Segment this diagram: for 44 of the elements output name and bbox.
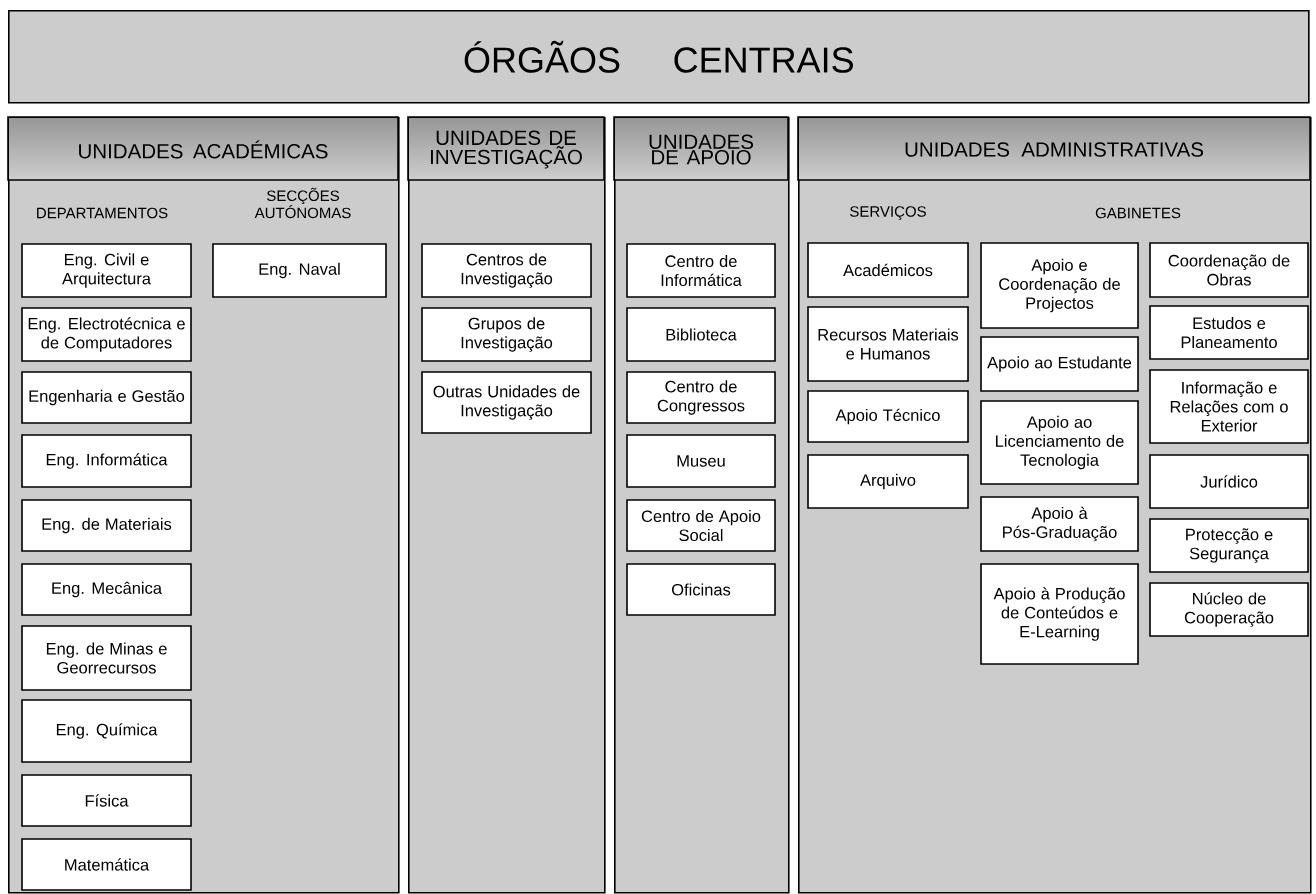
- unit-box: Apoio à Produção de Conteúdos e E-Learning: [980, 563, 1139, 665]
- unit-box: Eng. de Materiais: [21, 499, 192, 552]
- unit-box: Eng. Electrotécnica e de Computadores: [21, 307, 192, 362]
- unit-box: Centros de Investigação: [421, 243, 592, 298]
- unit-box: Eng. de Minas e Georrecursos: [21, 625, 192, 691]
- section-heading: GABINETES: [1095, 207, 1181, 219]
- unit-box: Museu: [626, 434, 776, 488]
- unit-box: Física: [21, 774, 192, 827]
- banner-box: ÓRGÃOS CENTRAIS: [8, 10, 1310, 104]
- unit-box: Apoio Técnico: [807, 390, 969, 443]
- unit-box: Eng. Mecânica: [21, 563, 192, 616]
- unit-box: Apoio ao Licenciamento de Tecnologia: [980, 400, 1139, 485]
- unit-box: Núcleo de Cooperação: [1149, 582, 1309, 637]
- unit-box: Centro de Congressos: [626, 371, 776, 424]
- unit-box: Centro de Apoio Social: [626, 499, 776, 552]
- unit-box: Estudos e Planeamento: [1149, 305, 1309, 360]
- unit-box: Apoio ao Estudante: [980, 336, 1139, 392]
- unit-box: Centro de Informática: [626, 243, 776, 298]
- column-header: UNIDADES DE APOIO: [613, 116, 789, 181]
- section-heading: DEPARTAMENTOS: [37, 207, 168, 219]
- unit-box: Oficinas: [626, 563, 776, 616]
- unit-box: Coordenação de Obras: [1149, 242, 1309, 298]
- unit-box: Académicos: [807, 242, 969, 298]
- unit-box: Apoio e Coordenação de Projectos: [980, 242, 1139, 329]
- unit-box: Eng. Civil e Arquitectura: [21, 243, 192, 298]
- unit-box: Grupos de Investigação: [421, 307, 592, 362]
- column-header: UNIDADES ACADÉMICAS: [7, 116, 399, 181]
- column-header: UNIDADES DE INVESTIGAÇÃO: [407, 116, 605, 181]
- unit-box: Arquivo: [807, 454, 969, 509]
- unit-box: Engenharia e Gestão: [21, 371, 192, 424]
- section-heading: SERVIÇOS: [850, 206, 926, 220]
- unit-box: Jurídico: [1149, 454, 1309, 509]
- unit-box: Eng. Naval: [212, 243, 387, 298]
- unit-box: Recursos Materiais e Humanos: [807, 306, 969, 382]
- unit-box: Apoio à Pós-Graduação: [980, 496, 1139, 552]
- unit-box: Eng. Informática: [21, 434, 192, 488]
- unit-box: Outras Unidades de Investigação: [421, 371, 592, 434]
- unit-box: Matemática: [21, 838, 192, 891]
- unit-box: Informação e Relações com o Exterior: [1149, 369, 1309, 444]
- unit-box: Eng. Química: [21, 699, 192, 763]
- unit-box: Biblioteca: [626, 307, 776, 362]
- section-heading: SECÇÕES AUTÓNOMAS: [254, 187, 351, 219]
- unit-box: Protecção e Segurança: [1149, 518, 1309, 573]
- column-header: UNIDADES ADMINISTRATIVAS: [797, 116, 1311, 181]
